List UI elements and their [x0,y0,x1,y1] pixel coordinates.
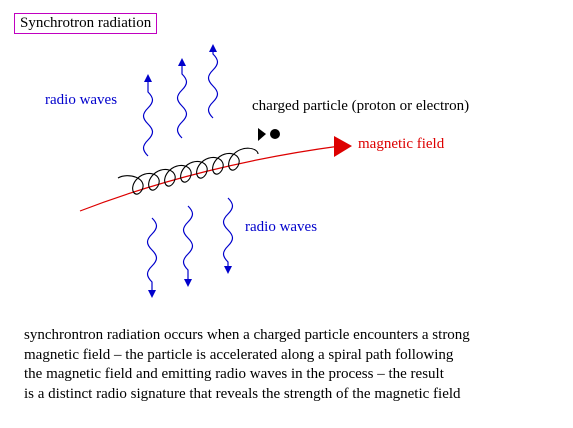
radio-wave-top-2 [176,58,188,139]
magnetic-field-arrowhead [334,136,352,157]
caption-line: is a distinct radio signature that revea… [24,385,461,402]
caption-line: magnetic field – the particle is acceler… [24,346,454,363]
spiral-path [117,147,259,195]
caption-line: the magnetic field and emitting radio wa… [24,366,444,382]
radio-wave-top-3 [207,44,219,119]
magnetic-field-line [79,145,341,212]
charged-particle-label: charged particle (proton or electron) [252,98,470,114]
radio-waves-label-bottom: radio waves [245,219,318,235]
magnetic-field-label: magnetic field [358,136,445,152]
radio-waves-label-top: radio waves [45,92,118,108]
particle-arrow [258,128,266,141]
diagram-title: Synchrotron radiation [14,13,158,34]
radio-wave-bottom-1 [146,217,158,298]
radio-wave-bottom-3 [222,197,234,274]
synchrotron-diagram [79,44,352,298]
radio-wave-bottom-2 [182,205,194,287]
caption: synchrontron radiation occurs when a cha… [24,326,470,404]
caption-line: synchrontron radiation occurs when a cha… [24,327,470,343]
radio-wave-top-1 [142,74,154,157]
charged-particle-dot [270,129,280,139]
